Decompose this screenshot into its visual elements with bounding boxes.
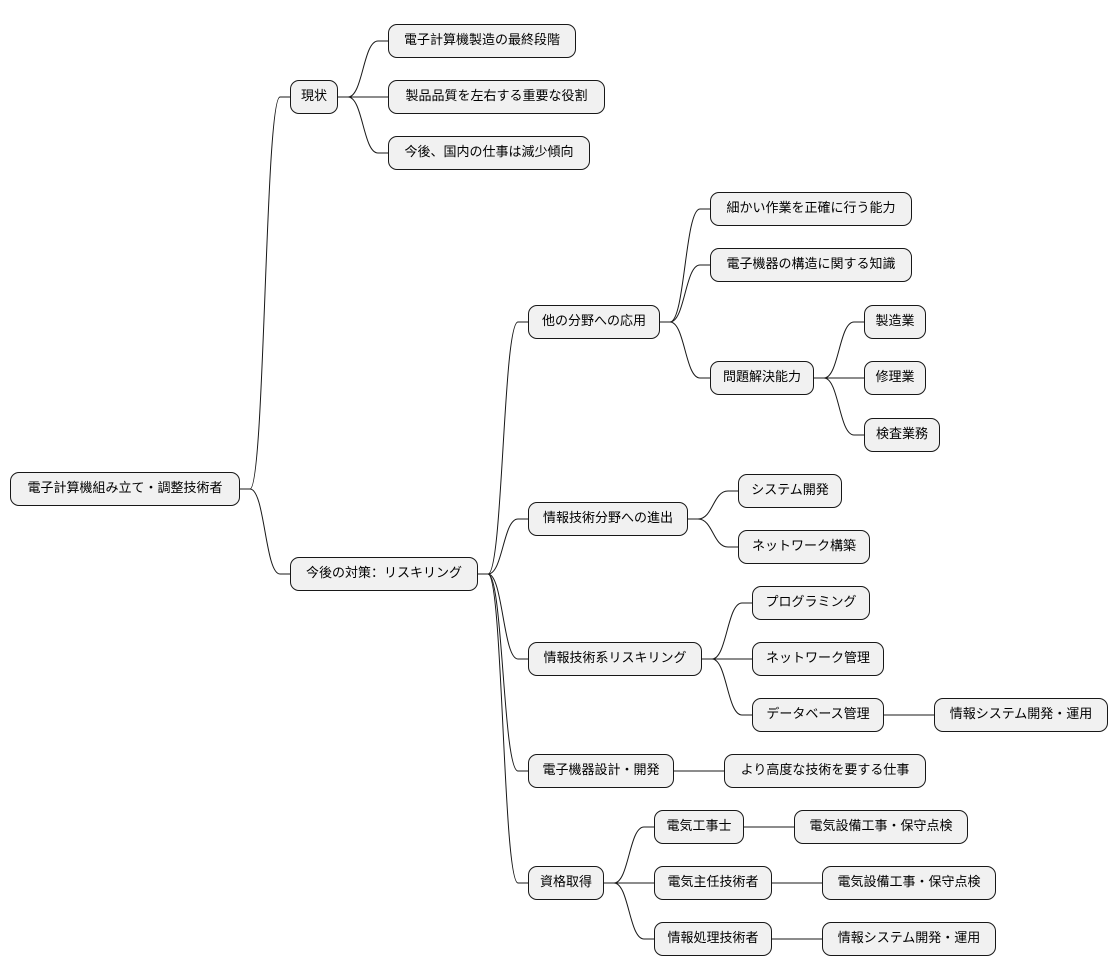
edge-root-to-genjo bbox=[240, 96, 290, 490]
edge-taisaku-to-reskill bbox=[478, 573, 528, 660]
node-genjo: 現状 bbox=[290, 80, 338, 114]
node-sekkei-1: より高度な技術を要する仕事 bbox=[724, 754, 926, 788]
node-genjo-3: 今後、国内の仕事は減少傾向 bbox=[388, 136, 590, 170]
edge-taisaku-to-shikaku bbox=[478, 573, 528, 884]
node-ouyou: 他の分野への応用 bbox=[528, 305, 660, 339]
node-reskill-1: プログラミング bbox=[752, 586, 870, 620]
edge-ouyou-to-ouyou_2 bbox=[660, 264, 710, 323]
node-shinshutsu: 情報技術分野への進出 bbox=[528, 502, 688, 536]
edge-shinshutsu-to-shinshutsu_1 bbox=[688, 490, 738, 520]
node-ouyou-3: 問題解決能力 bbox=[710, 361, 814, 395]
edge-taisaku-to-shinshutsu bbox=[478, 518, 528, 575]
node-ouyou-3-3: 検査業務 bbox=[864, 418, 940, 452]
node-shikaku-2: 電気主任技術者 bbox=[654, 866, 772, 900]
node-reskill-3-1: 情報システム開発・運用 bbox=[934, 698, 1108, 732]
edge-genjo-to-genjo_1 bbox=[338, 40, 388, 98]
edge-ouyou-to-ouyou_1 bbox=[660, 208, 710, 323]
edge-ouyou_3-to-ouyou_3_1 bbox=[814, 321, 864, 379]
node-ouyou-1: 細かい作業を正確に行う能力 bbox=[710, 192, 912, 226]
node-shinshutsu-2: ネットワーク構築 bbox=[738, 530, 870, 564]
node-genjo-1: 電子計算機製造の最終段階 bbox=[388, 24, 576, 58]
edge-ouyou_3-to-ouyou_3_3 bbox=[814, 377, 864, 436]
node-reskill-2: ネットワーク管理 bbox=[752, 642, 884, 676]
edge-shikaku-to-shikaku_3 bbox=[604, 882, 654, 940]
edge-reskill-to-reskill_3 bbox=[702, 658, 752, 716]
node-root: 電子計算機組み立て・調整技術者 bbox=[10, 472, 240, 506]
node-shikaku-1-1: 電気設備工事・保守点検 bbox=[794, 810, 968, 844]
edge-taisaku-to-ouyou bbox=[478, 321, 528, 575]
edge-genjo-to-genjo_3 bbox=[338, 96, 388, 154]
node-reskill-3: データベース管理 bbox=[752, 698, 884, 732]
edge-root-to-taisaku bbox=[240, 488, 290, 575]
node-ouyou-3-2: 修理業 bbox=[864, 361, 926, 395]
node-ouyou-3-1: 製造業 bbox=[864, 305, 926, 339]
node-sekkei: 電子機器設計・開発 bbox=[528, 754, 674, 788]
node-ouyou-2: 電子機器の構造に関する知識 bbox=[710, 248, 912, 282]
node-shikaku: 資格取得 bbox=[528, 866, 604, 900]
edge-shinshutsu-to-shinshutsu_2 bbox=[688, 518, 738, 548]
node-taisaku: 今後の対策：リスキリング bbox=[290, 557, 478, 591]
node-genjo-2: 製品品質を左右する重要な役割 bbox=[388, 80, 605, 114]
node-reskill: 情報技術系リスキリング bbox=[528, 642, 702, 676]
node-shinshutsu-1: システム開発 bbox=[738, 474, 842, 508]
edge-ouyou-to-ouyou_3 bbox=[660, 321, 710, 379]
edge-shikaku-to-shikaku_1 bbox=[604, 826, 654, 884]
node-shikaku-1: 電気工事士 bbox=[654, 810, 744, 844]
node-shikaku-2-1: 電気設備工事・保守点検 bbox=[822, 866, 996, 900]
node-shikaku-3-1: 情報システム開発・運用 bbox=[822, 922, 996, 956]
node-shikaku-3: 情報処理技術者 bbox=[654, 922, 772, 956]
edge-reskill-to-reskill_1 bbox=[702, 602, 752, 660]
edge-taisaku-to-sekkei bbox=[478, 573, 528, 772]
